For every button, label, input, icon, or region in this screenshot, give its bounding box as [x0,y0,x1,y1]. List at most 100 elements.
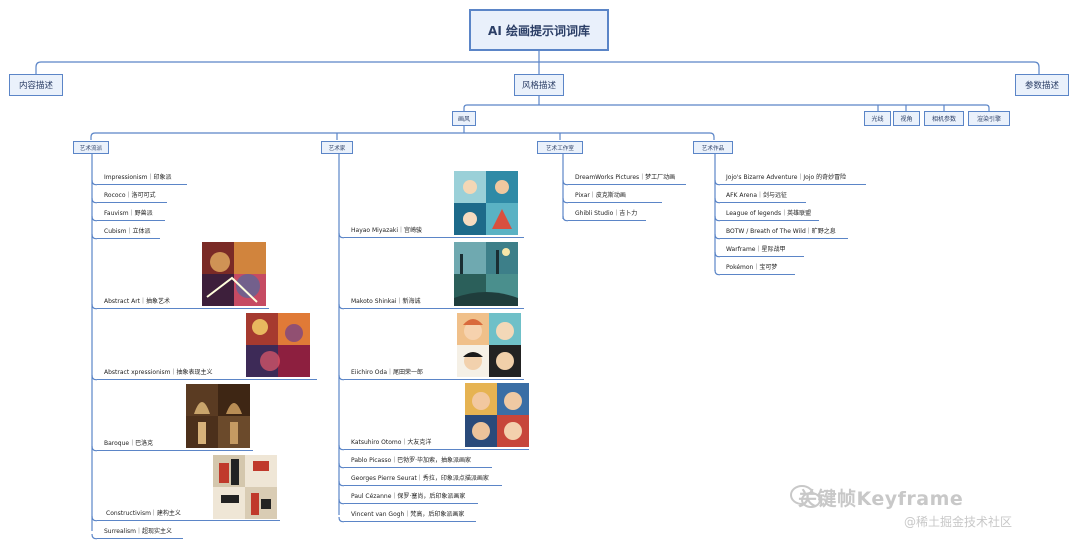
miyazaki-thumbnail [454,171,518,235]
leaf-league-of-legends[interactable]: League of legends｜英雄联盟 [726,210,812,217]
branch-connector [562,215,568,222]
leaf-pablo-picasso[interactable]: Pablo Picasso｜巴勃罗·毕加索，抽象派画家 [351,457,472,464]
node-lighting[interactable]: 光线 [864,111,891,126]
leaf-makoto-shinkai[interactable]: Makoto Shinkai｜新海诚 [351,298,421,305]
node-label: 视角 [900,116,913,123]
leaf-rococo[interactable]: Rococo｜洛可可式 [104,192,156,199]
leaf-impressionism[interactable]: Impressionism｜印象派 [104,174,172,181]
leaf-paul-cezanne[interactable]: Paul Cézanne｜保罗·塞尚，后印象派画家 [351,493,466,500]
leaf-cubism[interactable]: Cubism｜立体派 [104,228,151,235]
leaf-underline [720,202,806,204]
leaf-hayao-miyazaki[interactable]: Hayao Miyazaki｜宫崎骏 [351,227,423,234]
node-label: 渲染引擎 [976,116,1001,123]
otomo-thumbnail [465,383,529,447]
branch-connector [91,215,97,222]
node-style-description[interactable]: 风格描述 [514,74,564,96]
constructivism-thumbnail [213,455,277,519]
branch-connector [714,197,720,204]
leaf-abstract-expressionism[interactable]: Abstract xpressionism｜抽象表现主义 [104,369,213,376]
node-artworks[interactable]: 艺术作品 [693,141,733,154]
leaf-underline [344,503,478,505]
node-label: 艺术流派 [79,145,103,152]
branch-connector [91,445,97,452]
node-render-engine[interactable]: 渲染引擎 [968,111,1010,126]
abstract-expressionism-thumbnail [246,313,310,377]
shinkai-thumbnail [454,242,518,306]
leaf-underline [568,220,646,222]
leaf-underline [720,274,795,276]
leaf-jojo[interactable]: Jojo's Bizarre Adventure｜Jojo 的奇妙冒险 [726,174,847,181]
leaf-underline [97,184,187,186]
leaf-pokemon[interactable]: Pokémon｜宝可梦 [726,264,778,271]
leaf-underline [97,379,317,381]
branch-connector [714,233,720,240]
leaf-dreamworks[interactable]: DreamWorks Pictures｜梦工厂动画 [575,174,676,181]
leaf-pixar[interactable]: Pixar｜皮克斯动画 [575,192,626,199]
leaf-underline [568,202,662,204]
branch-connector [714,251,720,258]
branch-connector [91,374,97,381]
watermark-site: @稀土掘金技术社区 [904,515,1013,529]
leaf-fauvism[interactable]: Fauvism｜野兽派 [104,210,153,217]
node-art-movements[interactable]: 艺术流派 [73,141,109,154]
leaf-underline [97,538,183,540]
branch-connector [91,533,97,540]
node-perspective[interactable]: 视角 [893,111,920,126]
branch-connector [714,215,720,222]
leaf-afk-arena[interactable]: AFK Arena｜剑与远征 [726,192,788,199]
node-artists[interactable]: 艺术家 [321,141,353,154]
node-label: 相机参数 [931,116,956,123]
abstract-art-thumbnail [202,242,266,306]
leaf-underline [720,256,804,258]
node-art-studios[interactable]: 艺术工作室 [537,141,583,154]
leaf-constructivism[interactable]: Constructivism｜建构主义 [106,510,181,517]
baroque-thumbnail [186,384,250,448]
leaf-eiichiro-oda[interactable]: Eiichiro Oda｜尾田荣一郎 [351,369,424,376]
leaf-baroque[interactable]: Baroque｜巴洛克 [104,440,154,447]
root-node[interactable]: AI 绘画提示词词库 [469,9,609,51]
wechat-icon [790,485,821,508]
leaf-underline [344,521,476,523]
leaf-katsuhiro-otomo[interactable]: Katsuhiro Otomo｜大友克洋 [351,439,432,446]
leaf-abstract-art[interactable]: Abstract Art｜抽象艺术 [104,298,171,305]
branch-connector [714,269,720,276]
branch-connector [91,179,97,186]
leaf-underline [720,184,866,186]
leaf-underline [97,450,253,452]
leaf-underline [97,238,160,240]
branch-connector [338,444,344,451]
node-label: 艺术工作室 [546,145,574,152]
node-painting-style[interactable]: 画风 [452,111,476,126]
node-parameter-description[interactable]: 参数描述 [1015,74,1069,96]
leaf-underline [97,308,269,310]
leaf-ghibli[interactable]: Ghibli Studio｜吉卜力 [575,210,638,217]
leaf-underline [344,449,529,451]
leaf-georges-seurat[interactable]: Georges Pierre Seurat｜秀拉，印象派点描派画家 [351,475,489,482]
node-label: 画风 [457,116,470,123]
leaf-underline [344,485,502,487]
branch-connector [562,179,568,186]
leaf-underline [720,238,848,240]
leaf-surrealism[interactable]: Surrealism｜超现实主义 [104,528,172,535]
node-label: 内容描述 [18,81,53,91]
branch-connector [338,232,344,239]
branch-connector [91,515,97,522]
root-label: AI 绘画提示词词库 [488,23,590,38]
leaf-underline [97,202,167,204]
node-label: 艺术作品 [701,145,725,152]
watermark-brand: 关键帧Keyframe [798,488,964,510]
leaf-vincent-van-gogh[interactable]: Vincent van Gogh｜梵高，后印象派画家 [351,511,465,518]
node-camera-params[interactable]: 相机参数 [924,111,964,126]
leaf-underline [720,220,819,222]
branch-connector [338,374,344,381]
branch-connector [338,480,344,487]
node-label: 参数描述 [1024,81,1059,91]
leaf-underline [97,220,165,222]
leaf-warframe[interactable]: Warframe｜星际战甲 [726,246,786,253]
leaf-underline [344,379,524,381]
leaf-botw[interactable]: BOTW / Breath of The Wild｜旷野之息 [726,228,836,235]
leaf-underline [344,237,524,239]
branch-connector [91,303,97,310]
node-content-description[interactable]: 内容描述 [9,74,63,96]
